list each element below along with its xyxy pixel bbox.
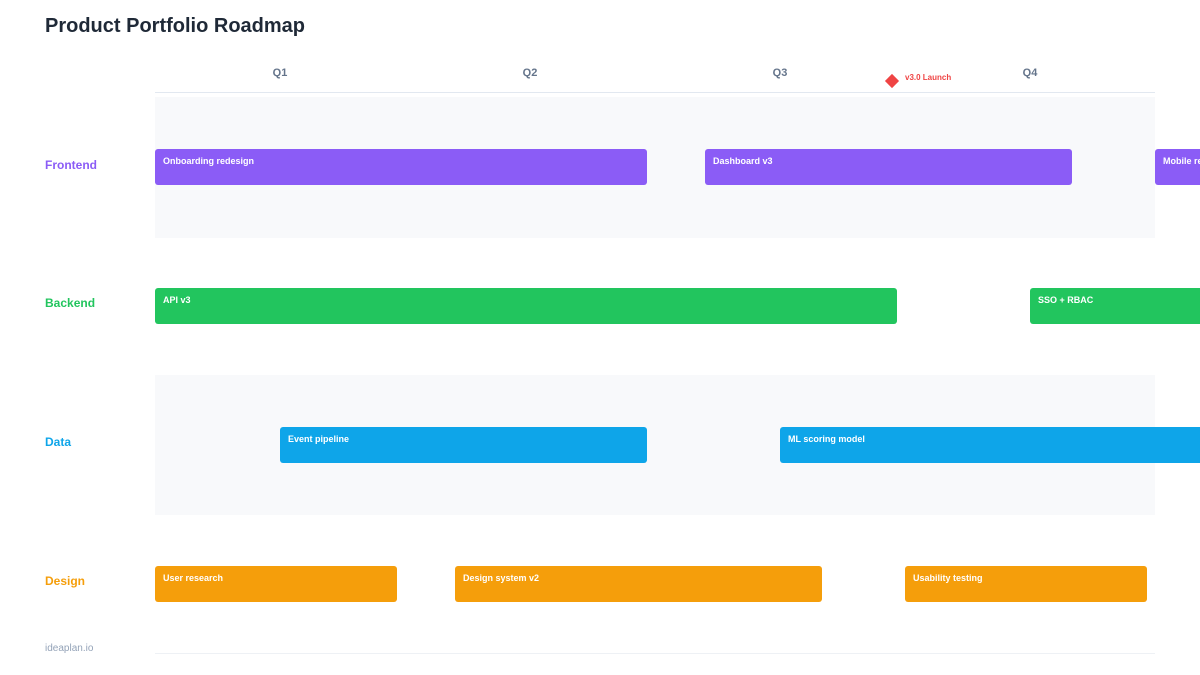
- roadmap-item-ml-scoring-model[interactable]: ML scoring model: [780, 427, 1200, 463]
- quarter-label-q2: Q2: [522, 67, 538, 79]
- lane-label-design: Design: [45, 574, 86, 588]
- roadmap-item-event-pipeline[interactable]: Event pipeline: [280, 427, 647, 463]
- lane-label-data: Data: [45, 435, 72, 449]
- roadmap-item-label: Design system v2: [463, 573, 540, 583]
- roadmap-item-label: Dashboard v3: [713, 156, 773, 166]
- roadmap-item-user-research[interactable]: User research: [155, 566, 397, 602]
- timeline-bottom-divider: [155, 653, 1155, 654]
- quarter-label-q1: Q1: [272, 67, 288, 79]
- page-title: Product Portfolio Roadmap: [45, 15, 305, 37]
- roadmap-item-label: User research: [163, 573, 224, 583]
- roadmap-item-api-v3[interactable]: API v3: [155, 288, 897, 324]
- roadmap-item-sso-rbac[interactable]: SSO + RBAC: [1030, 288, 1200, 324]
- roadmap-item-label: Event pipeline: [288, 434, 350, 444]
- lane-label-backend: Backend: [45, 296, 96, 310]
- milestone-diamond-icon[interactable]: [884, 73, 900, 89]
- roadmap-item-onboarding-redesign[interactable]: Onboarding redesign: [155, 149, 647, 185]
- roadmap-item-mobile[interactable]: Mobile re: [1155, 149, 1200, 185]
- roadmap-item-label: ML scoring model: [788, 434, 865, 444]
- roadmap-item-label: API v3: [163, 295, 191, 305]
- quarter-label-q3: Q3: [772, 67, 788, 79]
- lane-label-frontend: Frontend: [45, 158, 97, 172]
- roadmap-item-design-system-v2[interactable]: Design system v2: [455, 566, 822, 602]
- roadmap-item-label: SSO + RBAC: [1038, 295, 1094, 305]
- roadmap-item-dashboard-v3[interactable]: Dashboard v3: [705, 149, 1072, 185]
- roadmap-item-usability-testing[interactable]: Usability testing: [905, 566, 1147, 602]
- roadmap-item-label: Mobile re: [1163, 156, 1200, 166]
- roadmap-item-label: Onboarding redesign: [163, 156, 255, 166]
- roadmap-item-label: Usability testing: [913, 573, 983, 583]
- timeline-axis: [155, 92, 1155, 93]
- milestone-label: v3.0 Launch: [905, 73, 952, 82]
- quarter-label-q4: Q4: [1022, 67, 1038, 79]
- footer-brand: ideaplan.io: [45, 643, 94, 654]
